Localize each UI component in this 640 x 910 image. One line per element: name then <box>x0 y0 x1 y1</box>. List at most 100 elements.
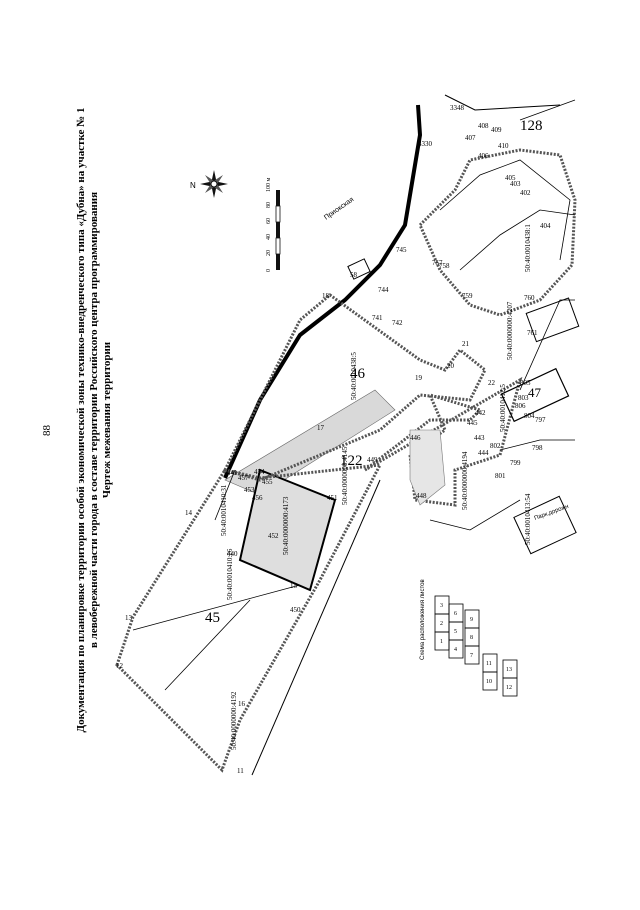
scale-bar <box>275 190 281 270</box>
block-45-boundary <box>115 463 383 773</box>
compass-icon <box>200 170 228 198</box>
parcel-452-box <box>238 468 337 592</box>
street-label-secondary: Парк.дорожн <box>534 504 570 522</box>
block-46-boundary <box>222 293 487 482</box>
point-label: 407 <box>465 134 476 142</box>
point-label: 3330 <box>418 140 433 148</box>
point-label: 457 <box>238 474 249 482</box>
point-label: 445 <box>467 419 478 427</box>
point-label: 744 <box>378 286 389 294</box>
point-label: 757 <box>432 259 443 267</box>
sheet-number: 10 <box>486 679 492 685</box>
street-label-primary: Приокская <box>323 196 355 222</box>
point-label: 441 <box>227 469 238 477</box>
cadastral-label: 50:40:0000000:4173 <box>282 496 290 555</box>
point-label: 442 <box>475 409 486 417</box>
cadastral-label: 50:40:0010438:5 <box>350 352 358 400</box>
point-label: 805 <box>520 379 531 387</box>
point-label: 448 <box>416 492 427 500</box>
point-label: 402 <box>520 189 531 197</box>
point-label: 408 <box>478 122 489 130</box>
cadastral-label: 50:40:0010410:26 <box>226 548 234 600</box>
point-label: 758 <box>439 262 450 270</box>
point-label: 22 <box>488 379 496 387</box>
point-label: 14 <box>185 509 193 517</box>
scale-tick-60: 60 <box>266 218 272 224</box>
sheet-number: 8 <box>470 635 473 641</box>
point-label: 3348 <box>450 104 465 112</box>
point-label: 405 <box>505 174 516 182</box>
point-label: 761 <box>527 329 538 337</box>
sheet-number: 9 <box>470 617 473 623</box>
point-label: 759 <box>462 292 473 300</box>
point-label: 451 <box>327 494 338 502</box>
parcel-strip-fill <box>224 389 396 496</box>
point-label: 449 <box>367 456 378 464</box>
point-label: 443 <box>474 434 485 442</box>
cadastral-label: 50:40:0000000:4194 <box>461 451 469 510</box>
point-label: 804 <box>524 412 535 420</box>
point-label: 797 <box>535 416 546 424</box>
header-line-2: в левобережной части города в составе те… <box>88 192 100 648</box>
point-label: 456 <box>252 494 263 502</box>
point-label: 745 <box>396 246 407 254</box>
point-label: 741 <box>372 314 383 322</box>
point-label: 799 <box>510 459 521 467</box>
point-label: 11 <box>237 767 244 775</box>
sheet-number: 13 <box>506 667 512 673</box>
point-label: 20 <box>447 362 455 370</box>
point-label: 452 <box>268 532 279 540</box>
point-label: 801 <box>495 472 506 480</box>
block-number-46: 46 <box>350 366 366 382</box>
header-line-1: Документация по планировке территории ос… <box>75 108 87 733</box>
sheet-number: 12 <box>506 685 512 691</box>
point-label: 444 <box>478 449 489 457</box>
cadastral-label: 50:40:0000000:4145 <box>341 446 349 505</box>
cadastral-label: 50:40:0000000:4207 <box>506 301 514 360</box>
point-label: 802 <box>490 442 501 450</box>
point-label: 12 <box>116 662 124 670</box>
block-number-47: 47 <box>528 385 542 400</box>
cadastral-label: 50:40:0000000:4192 <box>230 691 238 750</box>
point-label: 410 <box>498 142 509 150</box>
point-label: 17 <box>317 424 325 432</box>
sheet-number: 1 <box>440 639 443 645</box>
point-label: 455 <box>262 478 273 486</box>
cadastral-label: 50:40:0010410:31 <box>220 484 228 536</box>
point-label: 409 <box>491 126 502 134</box>
block-number-128: 128 <box>520 118 543 134</box>
point-label: 404 <box>540 222 551 230</box>
point-label: 406 <box>478 152 489 160</box>
cadastral-label: 50:40:0010438:1 <box>524 224 532 272</box>
point-label: 453 <box>244 486 255 494</box>
road-line <box>444 94 561 111</box>
point-label: 454 <box>254 468 265 476</box>
sheet-number: 3 <box>440 603 443 609</box>
sheet-number: 4 <box>454 647 457 653</box>
page-number: 88 <box>41 425 53 437</box>
point-label: 806 <box>515 402 526 410</box>
sheet-number: 2 <box>440 621 443 627</box>
scale-tick-40: 40 <box>266 234 272 240</box>
cadastral-label: 50:40:0010413:54 <box>524 493 532 545</box>
point-label: 450 <box>290 606 301 614</box>
point-label: 446 <box>410 434 421 442</box>
point-label: 803 <box>518 394 529 402</box>
block-right-boundary <box>418 148 577 317</box>
point-label: 21 <box>462 340 470 348</box>
point-label: 760 <box>524 294 535 302</box>
header-line-3: Чертеж межевания территории <box>101 341 113 498</box>
point-label: 403 <box>510 180 521 188</box>
scale-tick-0: 0 <box>266 269 272 272</box>
point-label: 13 <box>125 614 133 622</box>
road-edge <box>223 104 423 479</box>
scale-tick-80: 80 <box>266 202 272 208</box>
scale-tick-100: 100 м <box>266 178 272 193</box>
point-label: 742 <box>392 319 403 327</box>
point-label: 19 <box>415 374 423 382</box>
cadastral-label: 50:40:0010412:5 <box>499 384 507 432</box>
road-line-left <box>251 479 381 776</box>
sheet-number: 7 <box>470 653 473 659</box>
